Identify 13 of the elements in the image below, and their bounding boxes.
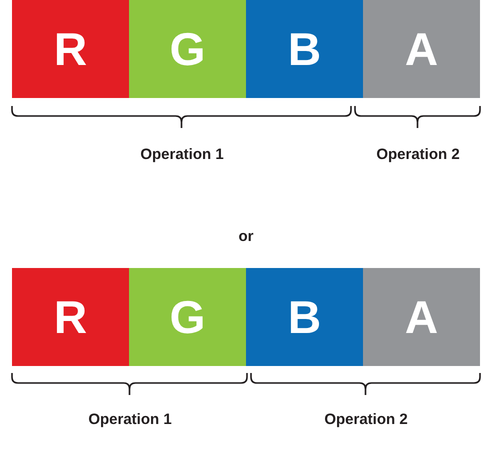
bracket-label: Operation 2 — [324, 411, 408, 428]
bracket-label: Operation 1 — [140, 146, 224, 163]
channel-block: R — [12, 268, 129, 366]
channel-block: G — [129, 0, 246, 98]
channel-block: A — [363, 268, 480, 366]
channel-block: A — [363, 0, 480, 98]
channel-block: B — [246, 0, 363, 98]
channel-block: B — [246, 268, 363, 366]
channel-block: R — [12, 0, 129, 98]
bracket-label: Operation 1 — [88, 411, 172, 428]
bracket-label: Operation 2 — [376, 146, 460, 163]
channel-block: G — [129, 268, 246, 366]
bracket-label: or — [238, 228, 254, 245]
